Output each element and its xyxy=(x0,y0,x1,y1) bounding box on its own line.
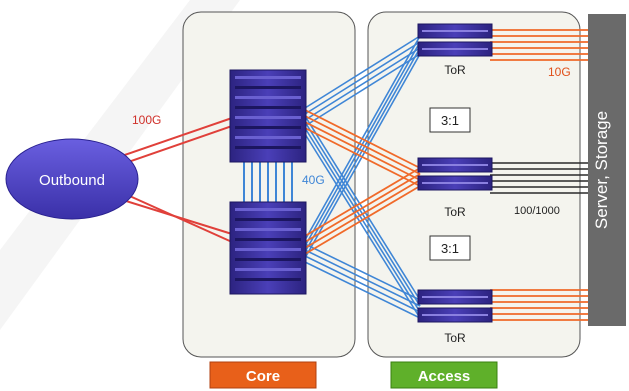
link-100-1000-label: 100/1000 xyxy=(514,205,560,217)
access-tag-label: Access xyxy=(418,368,471,385)
core-tag-label: Core xyxy=(246,368,280,385)
tor-switch-3 xyxy=(417,289,493,323)
ratio-box-2 xyxy=(429,235,471,261)
server-storage-bar xyxy=(588,14,626,326)
outbound-core-links xyxy=(109,117,233,243)
tor3-server-links xyxy=(490,289,588,321)
core-switch-top xyxy=(229,69,307,163)
server-storage-label: Server, Storage xyxy=(592,111,611,229)
tor-switch-1 xyxy=(417,23,493,57)
tor1-server-links xyxy=(490,29,588,61)
tor2-server-links xyxy=(490,162,588,194)
link-10g-label: 10G xyxy=(548,65,571,79)
tor-label-3: ToR xyxy=(444,331,466,345)
tor-label-1: ToR xyxy=(444,63,466,77)
link-40g-label: 40G xyxy=(302,173,325,187)
link-100g-label: 100G xyxy=(132,113,161,127)
tor-switch-2 xyxy=(417,157,493,191)
outbound-label: Outbound xyxy=(39,172,105,189)
ratio-label-1: 3:1 xyxy=(441,113,459,128)
tor-label-2: ToR xyxy=(444,205,466,219)
core-switch-bottom xyxy=(229,201,307,295)
core-tag xyxy=(209,361,317,389)
ratio-label-2: 3:1 xyxy=(441,241,459,256)
outbound-node xyxy=(5,138,139,220)
access-tag xyxy=(390,361,498,389)
ratio-box-1 xyxy=(429,107,471,133)
core-interlink xyxy=(243,158,293,205)
core-tor-orange-links xyxy=(304,109,421,255)
